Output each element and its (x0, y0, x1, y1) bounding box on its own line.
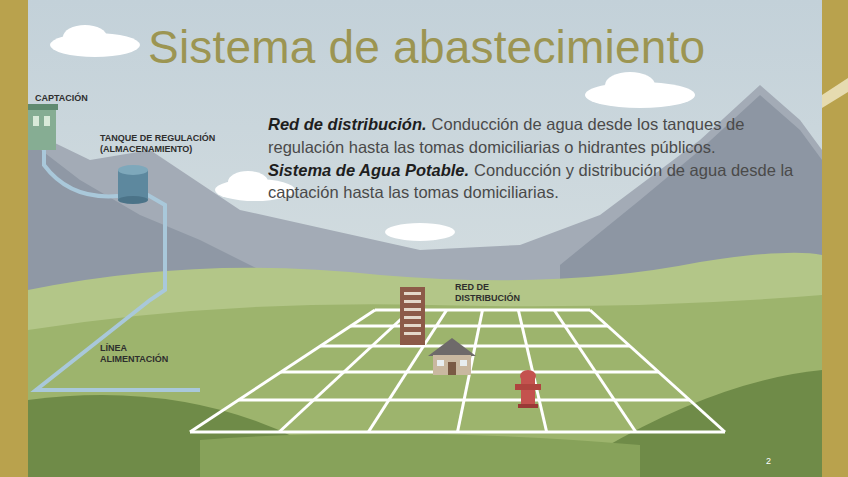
building (400, 287, 425, 345)
hill-front (200, 434, 640, 477)
part-label: TANQUE DE REGULACIÓN (ALMACENAMIENTO) (100, 133, 235, 155)
term: Sistema de Agua Potable. (268, 161, 469, 179)
definitions: Red de distribución.Conducción de agua d… (268, 113, 798, 204)
hill-back (28, 253, 822, 477)
distribution-grid (190, 310, 725, 432)
definition: Red de distribución.Conducción de agua d… (268, 113, 798, 159)
definition: Sistema de Agua Potable.Conducción y dis… (268, 159, 798, 205)
hydrant (515, 370, 541, 408)
grid-line (518, 310, 546, 432)
part-label: CAPTACIÓN (35, 93, 125, 104)
right-band (822, 0, 848, 477)
left-band (0, 0, 28, 477)
grid-line (190, 310, 375, 432)
house (428, 338, 476, 375)
part-label: LÍNEA ALIMENTACIÓN (100, 343, 180, 365)
slide-title: Sistema de abastecimiento (148, 20, 705, 74)
intake-building (28, 104, 58, 150)
part-label: RED DE DISTRIBUCIÓN (455, 282, 533, 304)
pipe (44, 150, 118, 196)
feed-line (36, 194, 200, 390)
grid-line (279, 310, 411, 432)
grid-line (590, 310, 725, 432)
page-number: 2 (766, 456, 786, 466)
term: Red de distribución. (268, 115, 427, 133)
grid-line (554, 310, 636, 432)
storage-tank (118, 165, 148, 204)
right-accent (822, 78, 848, 108)
